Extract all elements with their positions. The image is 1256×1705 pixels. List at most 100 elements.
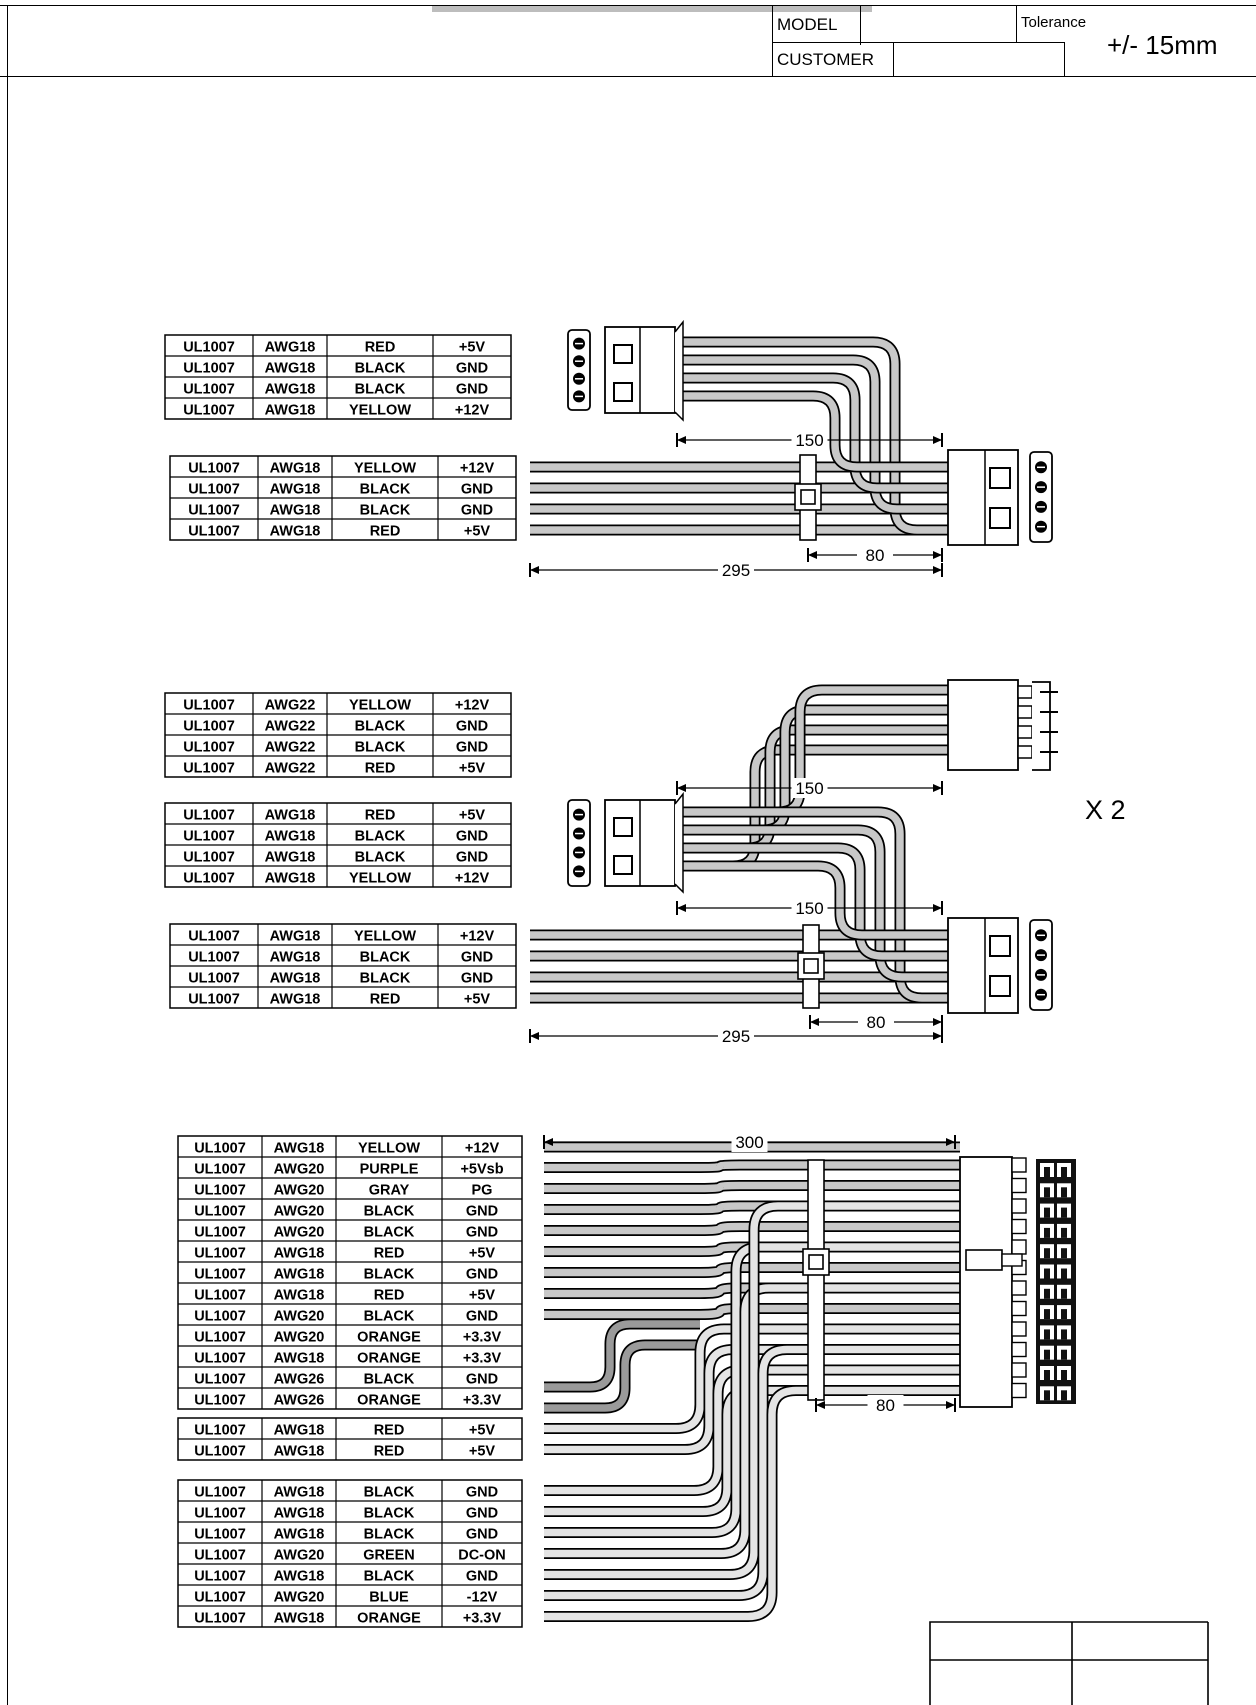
wire-gauge-cell: AWG26 — [274, 1371, 325, 1387]
wire-gauge-cell: AWG18 — [274, 1568, 325, 1584]
wire-color-cell: ORANGE — [357, 1329, 421, 1345]
wire-spec-cell: UL1007 — [188, 523, 240, 539]
wire-signal-cell: GND — [466, 1505, 498, 1521]
wire-signal-cell: GND — [456, 381, 488, 397]
model-label: MODEL — [777, 15, 838, 34]
connector-latch — [989, 975, 1011, 997]
wire-color-cell: BLACK — [364, 1308, 415, 1324]
wire-core — [672, 862, 948, 939]
atx-pin-key — [1061, 1268, 1067, 1279]
wire-color-cell: RED — [374, 1287, 405, 1303]
wire-signal-cell: +5V — [464, 523, 491, 539]
wire-core — [672, 392, 948, 471]
connector-face — [1032, 681, 1051, 771]
wire-spec-cell: UL1007 — [188, 991, 240, 1007]
wire-color-cell: YELLOW — [349, 870, 411, 886]
connector-face — [567, 329, 591, 411]
atx-pin-slot — [1011, 1382, 1027, 1399]
revision-block — [929, 1621, 1209, 1705]
wire-gauge-cell: AWG18 — [270, 502, 321, 518]
wire-core — [544, 1325, 960, 1433]
dimension-80: 80 — [815, 1395, 956, 1415]
wire-spec-cell: UL1007 — [194, 1287, 246, 1303]
dimension-label: 150 — [795, 779, 823, 798]
dimension-label-bg — [867, 1395, 904, 1415]
wire-color-cell: RED — [370, 523, 401, 539]
wire-gauge-cell: AWG18 — [274, 1443, 325, 1459]
atx-pin-slot — [1011, 1280, 1027, 1296]
wire-spec-cell: UL1007 — [194, 1484, 246, 1500]
title-divider-3 — [893, 42, 894, 77]
wire-spec-cell: UL1007 — [194, 1589, 246, 1605]
wire-gauge-cell: AWG22 — [265, 697, 316, 713]
atx-pin-slot — [1011, 1198, 1027, 1214]
atx-pin-key — [1061, 1349, 1067, 1360]
connector-latch — [989, 935, 1011, 957]
wire-color-cell: BLACK — [364, 1266, 415, 1282]
dimension-label-bg — [791, 778, 828, 798]
wire-spec-cell: UL1007 — [183, 360, 235, 376]
atx-pin-key — [1044, 1248, 1050, 1259]
wire-gauge-cell: AWG20 — [274, 1161, 325, 1177]
dimension-arrow — [808, 551, 817, 559]
wire-signal-cell: GND — [456, 828, 488, 844]
wire-core — [544, 1161, 960, 1172]
wire-signal-cell: +5V — [459, 339, 486, 355]
wire-spec-cell: UL1007 — [183, 870, 235, 886]
atx-pin-key — [1061, 1187, 1067, 1198]
wire-color-cell: PURPLE — [360, 1161, 419, 1177]
wire-color-cell: GREEN — [363, 1547, 415, 1563]
atx-pin-key — [1044, 1187, 1050, 1198]
wire-spec-cell: UL1007 — [183, 807, 235, 823]
wire-spec-cell: UL1007 — [188, 949, 240, 965]
wire-color-cell: BLACK — [355, 381, 406, 397]
wire-signal-cell: +12V — [455, 402, 490, 418]
wire-signal-cell: GND — [466, 1308, 498, 1324]
wire-signal-cell: +5V — [464, 991, 491, 1007]
wire-core — [672, 374, 948, 492]
wire-signal-cell: GND — [466, 1484, 498, 1500]
wire-signal-cell: +12V — [460, 928, 495, 944]
connector-housing — [947, 679, 1019, 771]
wire-signal-cell: +5V — [469, 1245, 496, 1261]
wire-table-frame — [177, 1135, 523, 1410]
dimension-label-bg — [857, 545, 893, 565]
wire-spec-cell: UL1007 — [194, 1140, 246, 1156]
dimension-arrow — [677, 784, 686, 792]
wire-spec-cell: UL1007 — [188, 502, 240, 518]
wire-spec-cell: UL1007 — [183, 718, 235, 734]
atx-pin-key — [1044, 1167, 1050, 1177]
atx-pin-key — [1061, 1248, 1067, 1259]
wire-gauge-cell: AWG20 — [274, 1308, 325, 1324]
atx-pin-key — [1061, 1167, 1067, 1177]
dimension-80: 80 — [807, 545, 943, 565]
wire-signal-cell: GND — [466, 1568, 498, 1584]
wire-color-cell: BLACK — [355, 739, 406, 755]
wire-gauge-cell: AWG18 — [270, 991, 321, 1007]
atx-pin-slot — [1011, 1300, 1027, 1317]
customer-label: CUSTOMER — [777, 50, 874, 69]
wire-gauge-cell: AWG18 — [270, 481, 321, 497]
dimension-80: 80 — [809, 1012, 943, 1032]
wire-gauge-cell: AWG18 — [270, 970, 321, 986]
dimension-label: 150 — [795, 899, 823, 918]
wire-color-cell: BLUE — [369, 1589, 409, 1605]
dimension-label-bg — [718, 1026, 754, 1046]
dimension-295: 295 — [529, 1026, 943, 1046]
dimension-label: 295 — [722, 561, 750, 580]
wire-signal-cell: GND — [461, 949, 493, 965]
wire-core — [544, 1202, 960, 1214]
wire-gauge-cell: AWG18 — [270, 928, 321, 944]
wire-spec-cell: UL1007 — [194, 1547, 246, 1563]
atx-pin-key — [1044, 1370, 1050, 1380]
wire-color-cell: ORANGE — [357, 1350, 421, 1366]
wire-spec-cell: UL1007 — [194, 1161, 246, 1177]
atx-pin-key — [1044, 1268, 1050, 1279]
atx-pin-key — [1044, 1288, 1050, 1299]
wire-color-cell: BLACK — [364, 1505, 415, 1521]
dimension-arrow — [933, 904, 942, 912]
dimension-label: 80 — [866, 546, 885, 565]
